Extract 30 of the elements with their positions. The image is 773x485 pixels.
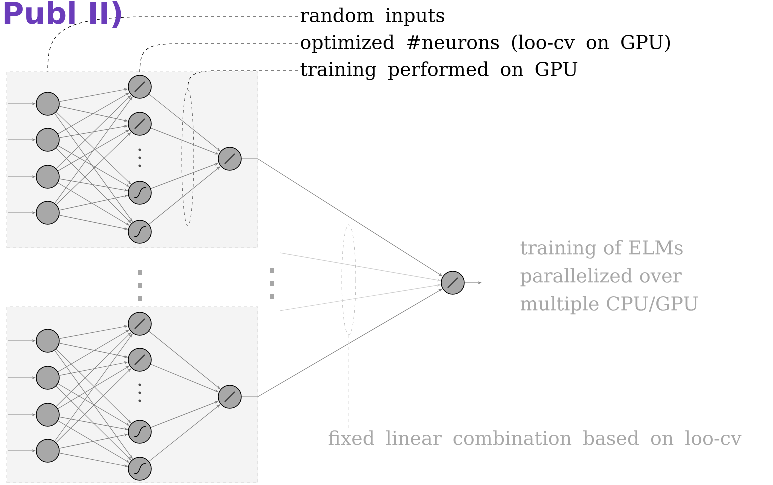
neuron	[128, 112, 152, 136]
dashed-ellipse	[182, 90, 194, 226]
neuron	[128, 312, 152, 336]
neuron	[36, 128, 60, 152]
annotation-text: fixed linear combination based on loo-cv	[328, 430, 742, 446]
leader-line	[48, 16, 298, 72]
neuron	[128, 181, 152, 205]
note-text: training of ELMs parallelized over multiple CPU/GPU	[520, 240, 698, 315]
annotation-text: optimized #neurons (loo-cv on GPU)	[301, 34, 670, 54]
neuron	[36, 201, 60, 225]
neuron	[128, 457, 152, 481]
neuron	[36, 329, 60, 353]
neuron	[128, 348, 152, 372]
neuron	[218, 385, 242, 409]
neuron	[36, 92, 60, 116]
neuron	[36, 366, 60, 390]
neuron	[36, 439, 60, 463]
neuron	[36, 403, 60, 427]
annotation-text: training performed on GPU	[300, 62, 578, 80]
neuron	[36, 165, 60, 189]
neuron	[128, 420, 152, 444]
annotation-text: random inputs	[300, 8, 444, 26]
neuron	[218, 147, 242, 171]
title: Publ II)	[4, 1, 122, 28]
arrow	[150, 364, 219, 392]
dashed-ellipse	[342, 224, 356, 336]
neuron	[128, 75, 152, 99]
neuron	[128, 220, 152, 244]
leader-line	[188, 70, 298, 90]
neuron	[441, 271, 465, 295]
